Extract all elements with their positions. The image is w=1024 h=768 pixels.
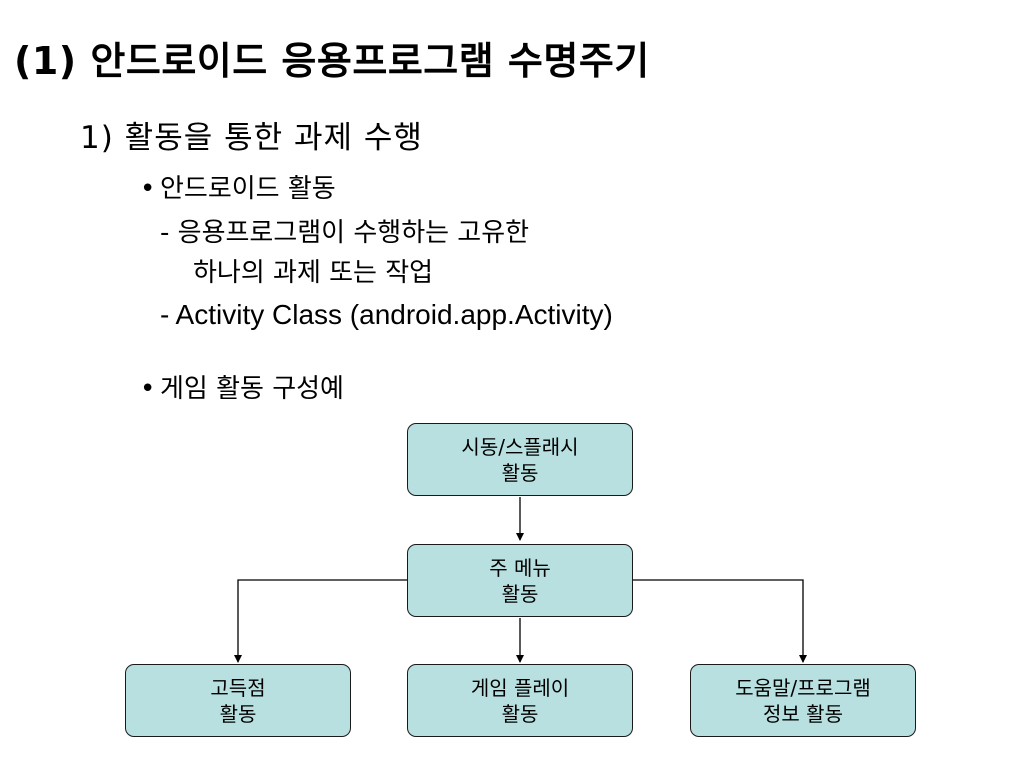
box-line-2: 활동 [501,581,539,606]
box-line-2: 정보 활동 [763,701,843,726]
help-info-activity-box: 도움말/프로그램 정보 활동 [690,664,916,737]
arrow-menu-to-score [234,579,408,663]
bullet-label: 안드로이드 활동 [160,174,336,204]
splash-activity-box: 시동/스플래시 활동 [407,423,633,496]
activity-class-line: - Activity Class (android.app.Activity) [160,299,613,330]
definition-line-2: 하나의 과제 또는 작업 [193,258,434,288]
box-line-2: 활동 [501,701,539,726]
bullet-game-activities: •게임 활동 구성예 [140,370,344,408]
main-menu-activity-box: 주 메뉴 활동 [407,544,633,617]
box-line-1: 고득점 [210,675,266,700]
bullet-dot-icon: • [140,174,156,204]
bullet-android-activity: •안드로이드 활동 [140,170,336,208]
bullet-label: 게임 활동 구성예 [160,374,344,404]
box-line-1: 주 메뉴 [489,555,551,580]
box-line-2: 활동 [501,460,539,485]
box-line-1: 게임 플레이 [470,675,570,700]
definition-line-1: - 응용프로그램이 수행하는 고유한 [160,218,530,248]
box-line-1: 시동/스플래시 [461,434,579,459]
box-line-1: 도움말/프로그램 [735,675,871,700]
arrow-menu-to-help [633,579,807,663]
box-line-2: 활동 [219,701,257,726]
slide-subtitle: 1) 활동을 통한 과제 수행 [80,120,423,156]
high-score-activity-box: 고득점 활동 [125,664,351,737]
slide-title: (1) 안드로이드 응용프로그램 수명주기 [14,39,650,83]
game-play-activity-box: 게임 플레이 활동 [407,664,633,737]
bullet-dot-icon: • [140,374,156,404]
